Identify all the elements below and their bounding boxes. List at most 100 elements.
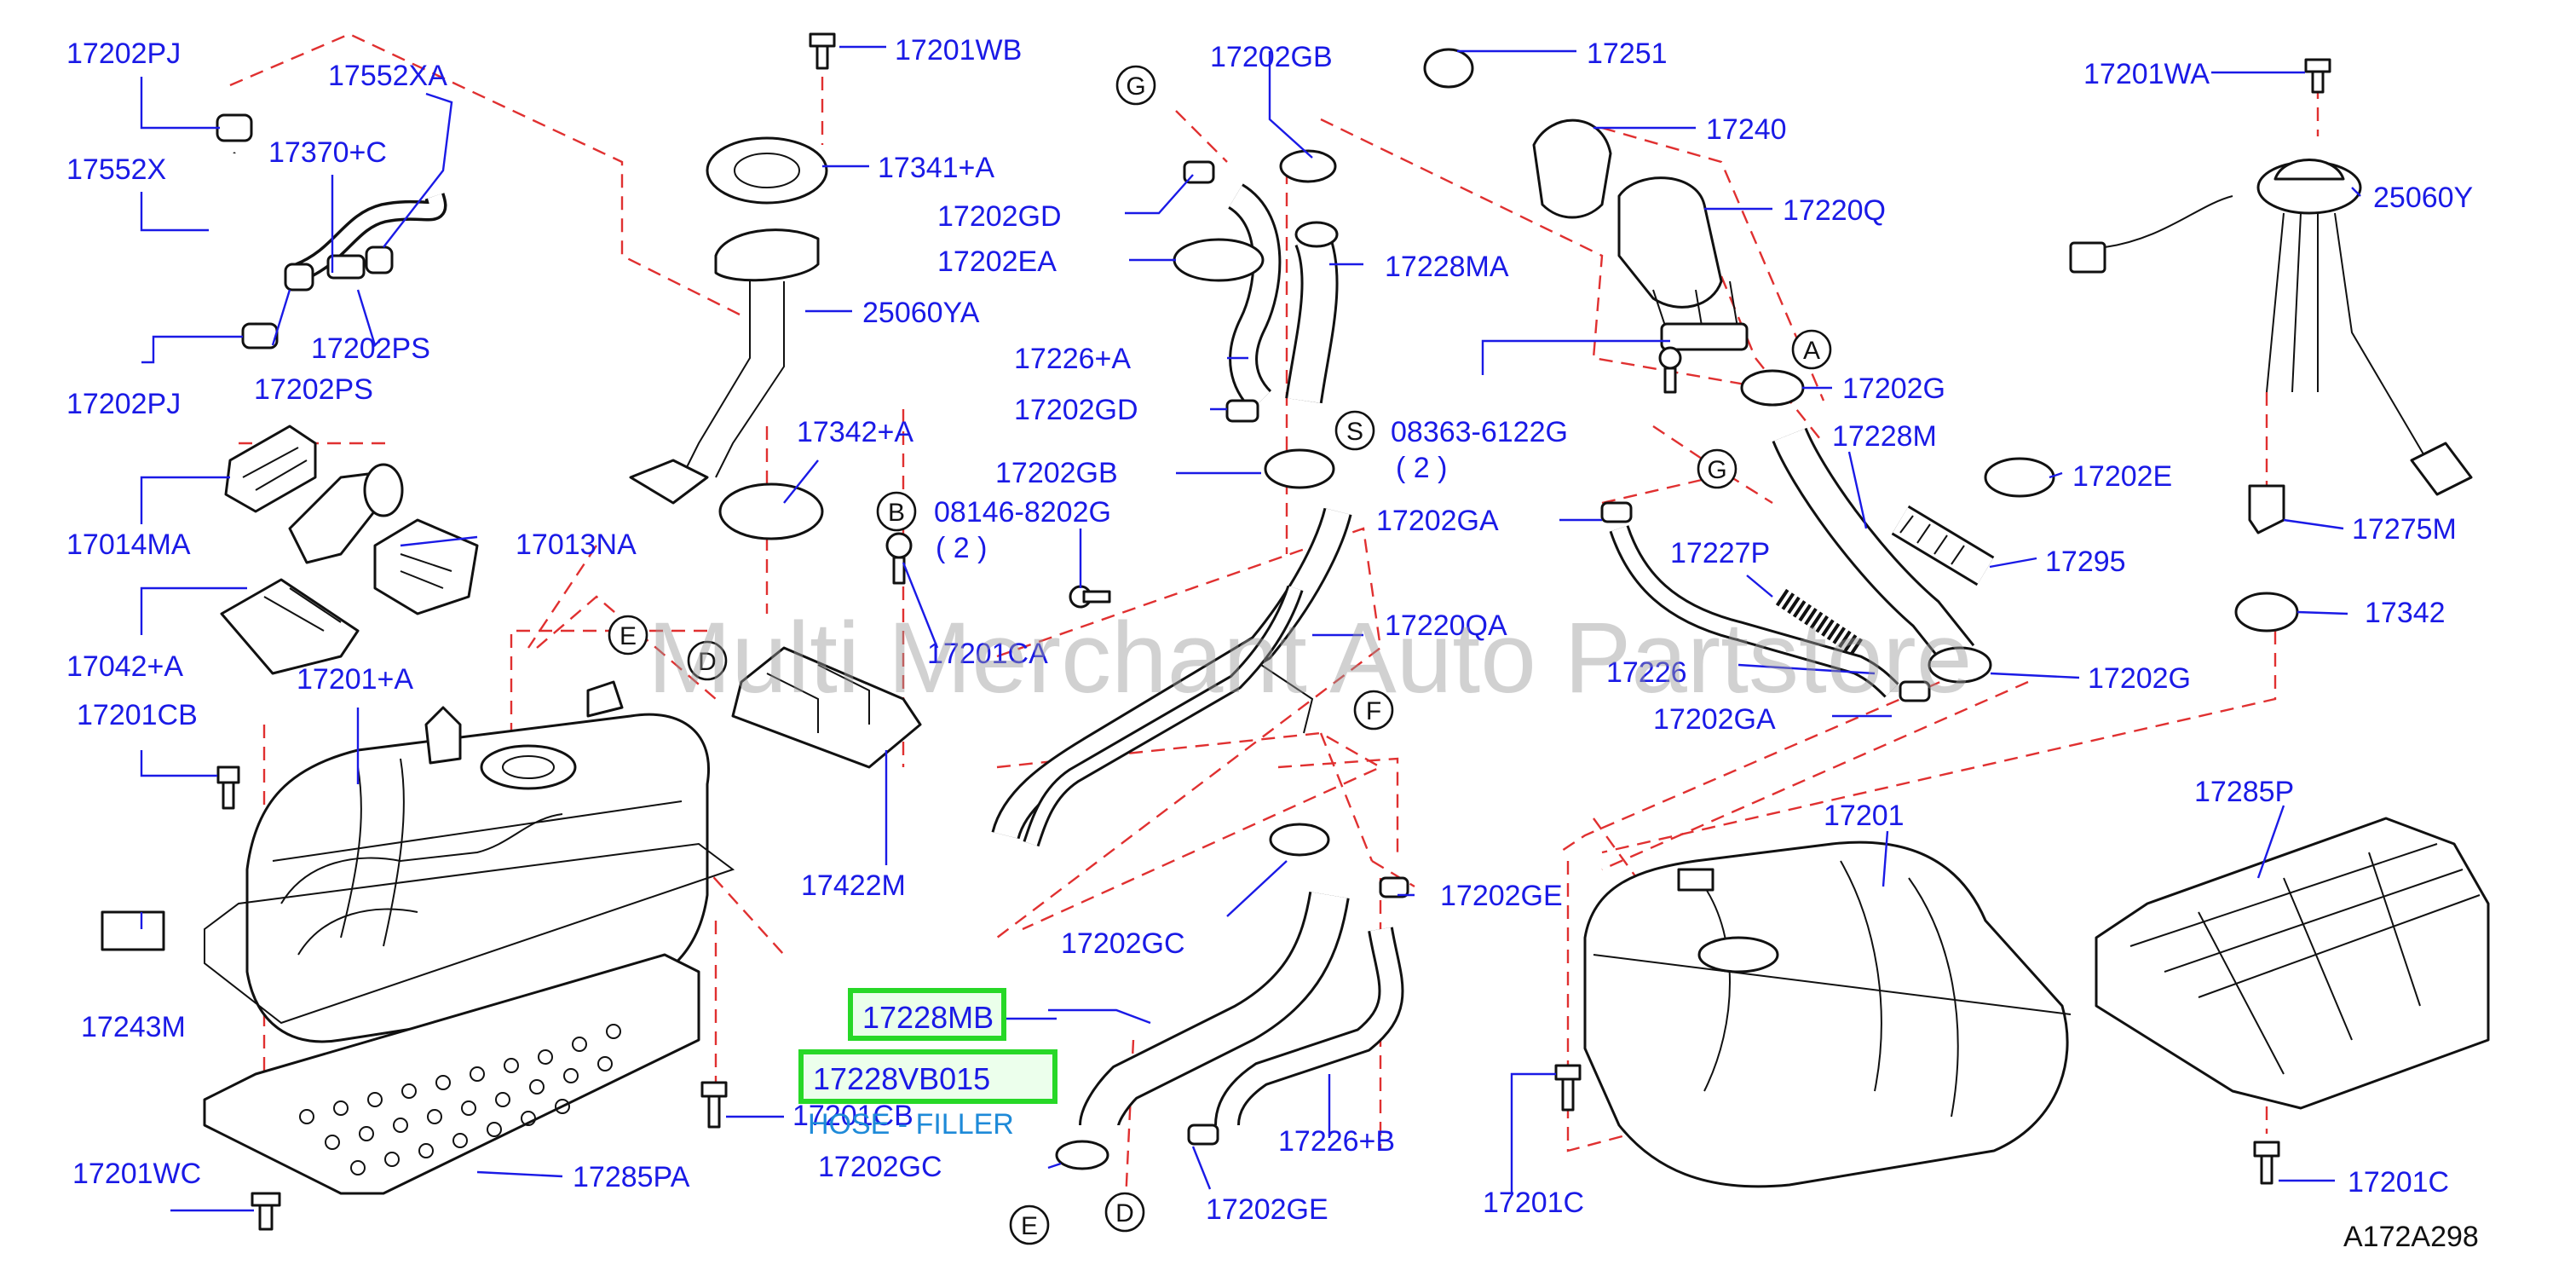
label-17202PS-a: 17202PS — [311, 332, 430, 365]
highlight-box-17228VB015[interactable] — [798, 1049, 1057, 1104]
label-17201CB-top: 17201CB — [77, 699, 198, 731]
marker-G-mid: G — [1697, 448, 1738, 489]
label-17227P: 17227P — [1670, 537, 1770, 569]
label-17202GC-a: 17202GC — [1061, 927, 1185, 960]
bolt-08146 — [1069, 585, 1111, 609]
label-17013NA: 17013NA — [516, 529, 637, 561]
bolt-08363 — [1658, 346, 1682, 394]
watermark: Multi Merchant Auto Partstore — [648, 602, 1972, 714]
bolt-17201WA — [2304, 58, 2331, 94]
label-17202GE-b: 17202GE — [1206, 1193, 1328, 1226]
highlight-label-17228VB015: 17228VB015 — [813, 1061, 990, 1096]
label-08146-qty: ( 2 ) — [936, 532, 987, 564]
label-17240: 17240 — [1706, 113, 1787, 146]
label-17552X: 17552X — [66, 153, 166, 186]
bolt-17201WB — [809, 32, 836, 70]
label-08363-6122G: 08363-6122G — [1391, 416, 1568, 448]
label-17342: 17342 — [2365, 597, 2446, 629]
label-17202PJ-top: 17202PJ — [66, 38, 181, 70]
svg-text:D: D — [1115, 1199, 1134, 1227]
label-17422M: 17422M — [801, 869, 906, 902]
label-17201WB: 17201WB — [895, 34, 1022, 66]
label-17370C: 17370+C — [268, 136, 387, 169]
label-17202GA-b: 17202GA — [1653, 703, 1776, 736]
label-17341A: 17341+A — [878, 152, 994, 184]
bolt-17201C-b — [2253, 1141, 2280, 1185]
label-17552XA: 17552XA — [328, 60, 447, 92]
label-17201CB-bottom: 17201CB — [792, 1100, 913, 1132]
bolt-17201CB-top — [216, 765, 240, 810]
label-17202GD-a: 17202GD — [937, 200, 1062, 233]
label-17201WA: 17201WA — [2083, 58, 2210, 90]
part-drawings — [101, 32, 2490, 1231]
label-08363-qty: ( 2 ) — [1396, 452, 1447, 484]
label-17202E: 17202E — [2072, 460, 2172, 493]
label-17201WC: 17201WC — [72, 1158, 201, 1190]
label-17226A: 17226+A — [1014, 343, 1131, 375]
svg-text:G: G — [1707, 456, 1726, 484]
svg-text:E: E — [1021, 1212, 1038, 1240]
svg-text:S: S — [1346, 418, 1363, 446]
svg-text:A: A — [1803, 337, 1820, 365]
label-17220Q: 17220Q — [1783, 194, 1886, 227]
marker-E-top: E — [608, 615, 648, 656]
highlight-label-17228MB: 17228MB — [862, 1000, 994, 1035]
highlight-description: HOSE - FILLER — [808, 1108, 1014, 1141]
label-17342A: 17342+A — [797, 416, 913, 448]
marker-D-top: D — [687, 640, 728, 681]
pad-17243M — [101, 910, 165, 951]
bolt-17201C-a — [1554, 1064, 1582, 1112]
svg-text:D: D — [698, 648, 717, 676]
skid-plate-holes — [299, 1024, 621, 1175]
label-17202G-b: 17202G — [2088, 662, 2191, 695]
label-17202GC-b: 17202GC — [818, 1151, 942, 1183]
label-17285PA: 17285PA — [573, 1161, 690, 1193]
svg-text:E: E — [620, 622, 637, 650]
label-17202PS-b: 17202PS — [254, 373, 373, 406]
svg-text:B: B — [888, 499, 905, 527]
label-17275M: 17275M — [2352, 513, 2457, 546]
label-17202GD-b: 17202GD — [1014, 394, 1138, 426]
highlighted-part-callout[interactable]: 17228MB HOSE - FILLER 17228VB015 — [798, 988, 1057, 1141]
label-17202PJ-bottom: 17202PJ — [66, 388, 181, 420]
marker-B: B — [876, 491, 917, 532]
label-17202GB-top: 17202GB — [1210, 41, 1333, 73]
bolt-17201WC — [251, 1192, 281, 1231]
label-17202GB-b: 17202GB — [995, 457, 1118, 489]
bolt-17201CB-bottom — [700, 1081, 728, 1129]
svg-text:G: G — [1126, 72, 1145, 101]
part-labels: 17202PJ 17552XA 17552X 17370+C 17202PS 1… — [66, 34, 2473, 1226]
diagram-reference-code: A172A298 — [2343, 1221, 2479, 1253]
label-25060YA: 25060YA — [862, 297, 980, 329]
label-17202GE-a: 17202GE — [1440, 880, 1563, 912]
label-17201C-b: 17201C — [2348, 1166, 2449, 1199]
label-25060Y: 25060Y — [2373, 182, 2473, 214]
marker-G-top: G — [1115, 65, 1156, 106]
label-17201CA: 17201CA — [927, 638, 1048, 670]
label-17226: 17226 — [1606, 656, 1687, 689]
label-17201A: 17201+A — [297, 663, 413, 696]
label-17251: 17251 — [1587, 38, 1668, 70]
label-17014MA: 17014MA — [66, 529, 191, 561]
highlight-box-17228MB[interactable] — [848, 988, 1006, 1041]
label-08146-8202G: 08146-8202G — [934, 496, 1111, 529]
marker-A: A — [1791, 329, 1832, 370]
bolt-17201CA — [885, 532, 913, 585]
label-17228M: 17228M — [1832, 420, 1937, 453]
label-17202EA: 17202EA — [937, 245, 1057, 278]
label-17228MA: 17228MA — [1385, 251, 1509, 283]
marker-D-bottom: D — [1104, 1192, 1145, 1233]
leader-lines — [140, 45, 2361, 1212]
label-17202G-a: 17202G — [1842, 373, 1945, 405]
label-17042A: 17042+A — [66, 650, 183, 683]
label-17201C-a: 17201C — [1483, 1187, 1584, 1219]
label-17243M: 17243M — [81, 1011, 186, 1043]
marker-F: F — [1353, 690, 1394, 731]
label-17220QA: 17220QA — [1385, 609, 1507, 642]
label-17226B: 17226+B — [1278, 1125, 1395, 1158]
label-17295: 17295 — [2045, 546, 2126, 578]
label-17285P: 17285P — [2194, 776, 2294, 808]
svg-text:F: F — [1366, 697, 1381, 725]
label-17201: 17201 — [1824, 800, 1905, 832]
